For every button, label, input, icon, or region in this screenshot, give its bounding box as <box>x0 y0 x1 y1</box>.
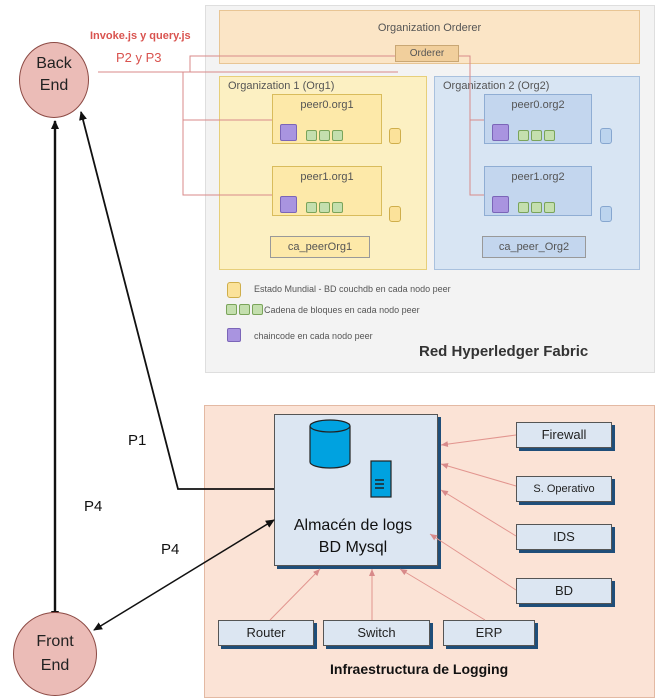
ca-peer-org2: ca_peer_Org2 <box>482 236 586 258</box>
couchdb-icon <box>600 128 612 144</box>
source-ids: IDS <box>516 524 612 550</box>
front-end-label-2: End <box>40 657 70 674</box>
source-operating-system: S. Operativo <box>516 476 612 502</box>
org1-title: Organization 1 (Org1) <box>228 80 335 92</box>
log-store: Almacén de logs BD Mysql <box>274 414 438 566</box>
back-end-label-1: Back <box>36 55 72 72</box>
source-firewall: Firewall <box>516 422 612 448</box>
front-end-node: Front End <box>13 612 97 696</box>
blockchain-icon <box>306 202 343 213</box>
couchdb-icon <box>389 206 401 222</box>
log-store-label: Almacén de logs <box>293 517 413 534</box>
legend-couchdb-icon <box>227 282 241 298</box>
legend-blockchain-icon <box>226 304 263 315</box>
edge-label-p4-mid: P4 <box>161 541 180 558</box>
invoke-query-annotation: Invoke.js y query.js <box>90 30 191 42</box>
blockchain-icon <box>518 130 555 141</box>
peer1-org1-label: peer1.org1 <box>300 171 354 183</box>
peer0-org1-label: peer0.org1 <box>300 99 354 111</box>
source-switch: Switch <box>323 620 430 646</box>
database-icon <box>309 419 351 469</box>
p2-p3-annotation: P2 y P3 <box>116 50 162 65</box>
log-store-db-label: BD Mysql <box>318 539 388 556</box>
edge-label-p4-left: P4 <box>84 498 103 515</box>
logging-title: Infraestructura de Logging <box>330 661 509 677</box>
chaincode-icon <box>280 196 297 213</box>
chaincode-icon <box>280 124 297 141</box>
legend-blockchain-text: Cadena de bloques en cada nodo peer <box>264 305 420 315</box>
chaincode-icon <box>492 196 509 213</box>
fabric-title: Red Hyperledger Fabric <box>419 343 589 360</box>
legend-chaincode-icon <box>227 328 241 342</box>
back-end-node: Back End <box>19 42 89 118</box>
source-erp: ERP <box>443 620 535 646</box>
main-links <box>51 111 275 631</box>
legend-chaincode-text: chaincode en cada nodo peer <box>254 331 373 341</box>
peer0-org2-label: peer0.org2 <box>511 99 565 111</box>
legend-couchdb-text: Estado Mundial - BD couchdb en cada nodo… <box>254 284 451 294</box>
peer1-org2-label: peer1.org2 <box>511 171 565 183</box>
blockchain-icon <box>518 202 555 213</box>
couchdb-icon <box>389 128 401 144</box>
source-bd: BD <box>516 578 612 604</box>
chaincode-icon <box>492 124 509 141</box>
back-end-label-2: End <box>39 77 69 94</box>
server-icon <box>370 460 392 498</box>
ca-peer-org1: ca_peerOrg1 <box>270 236 370 258</box>
edge-label-p1: P1 <box>128 432 147 449</box>
couchdb-icon <box>600 206 612 222</box>
fabric-connectors <box>98 55 484 196</box>
log-source-arrows <box>269 434 517 621</box>
blockchain-icon <box>306 130 343 141</box>
orderer-org-title: Organization Orderer <box>377 22 482 34</box>
orderer-node: Orderer <box>395 45 459 62</box>
front-end-label-1: Front <box>36 633 74 650</box>
